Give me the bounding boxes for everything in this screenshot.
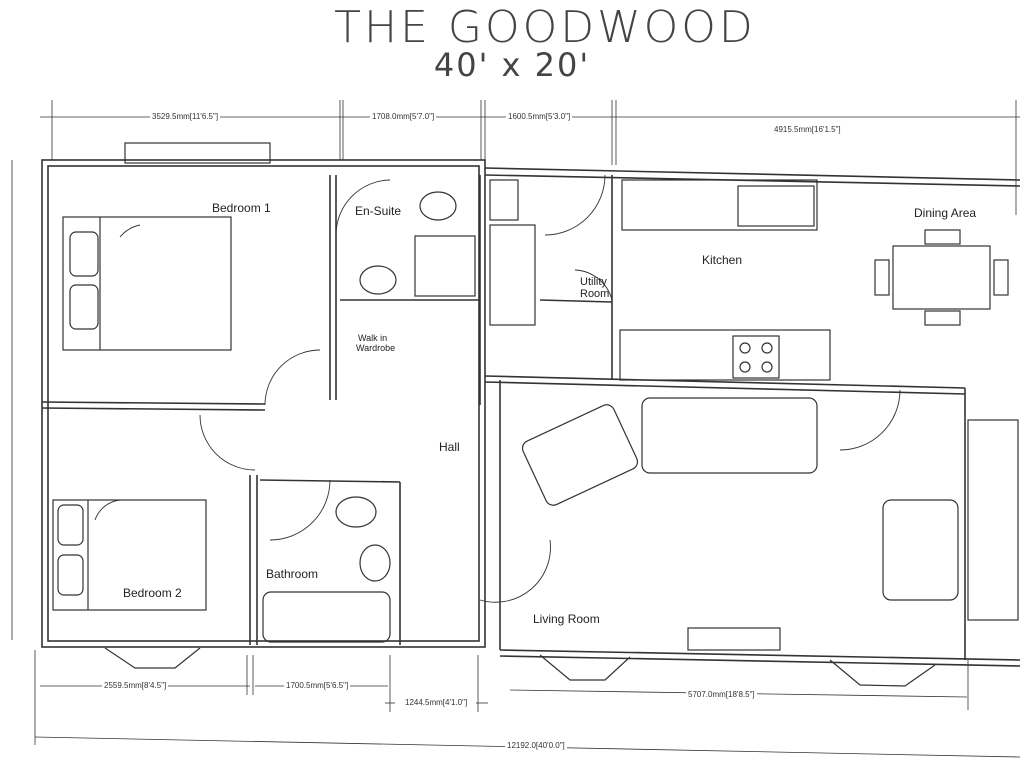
dimension-top-4: 4915.5mm[16'1.5"] [772,125,843,134]
dimension-lines [11,100,1021,758]
room-label-utility-line1: Utility [580,276,607,288]
dimension-top-3: 1600.5mm[5'3.0"] [506,112,573,121]
room-label-en-suite: En-Suite [355,204,402,218]
dimension-bottom-1: 2559.5mm[8'4.5"] [102,681,169,690]
room-label-living-room: Living Room [533,612,600,626]
room-label-dining-area: Dining Area [914,206,977,220]
bed-1 [62,216,232,351]
room-label-wardrobe-line2: Wardrobe [356,343,396,353]
bathroom-fixtures [262,179,536,643]
dimension-bottom-3: 1244.5mm[4'1.0"] [403,698,470,707]
dimension-overall: 12192.0[40'0.0"] [505,741,567,750]
room-label-utility-line2: Room [580,288,610,300]
plan-title: THE GOODWOOD [334,2,756,53]
doors [94,174,901,603]
room-label-bedroom-2: Bedroom 2 [123,586,182,600]
room-label-bathroom: Bathroom [266,567,319,581]
room-label-hall: Hall [439,440,460,454]
dimension-bottom-4: 5707.0mm[18'8.5"] [686,690,757,699]
kitchen-units [619,179,831,381]
plan-subtitle: 40' x 20' [433,46,591,84]
room-label-kitchen: Kitchen [702,253,743,267]
bed-2 [52,499,207,611]
room-label-wardrobe-line1: Walk in [358,333,388,343]
dining-table [874,229,1009,326]
dimension-top-2: 1708.0mm[5'7.0"] [370,112,437,121]
dimension-bottom-2: 1700.5mm[5'6.5"] [284,681,351,690]
bay-windows [104,142,936,687]
walls [41,159,1021,667]
dimension-top-1: 3529.5mm[11'6.5"] [150,112,221,121]
room-label-bedroom-1: Bedroom 1 [212,201,271,215]
sofas [521,397,1019,651]
